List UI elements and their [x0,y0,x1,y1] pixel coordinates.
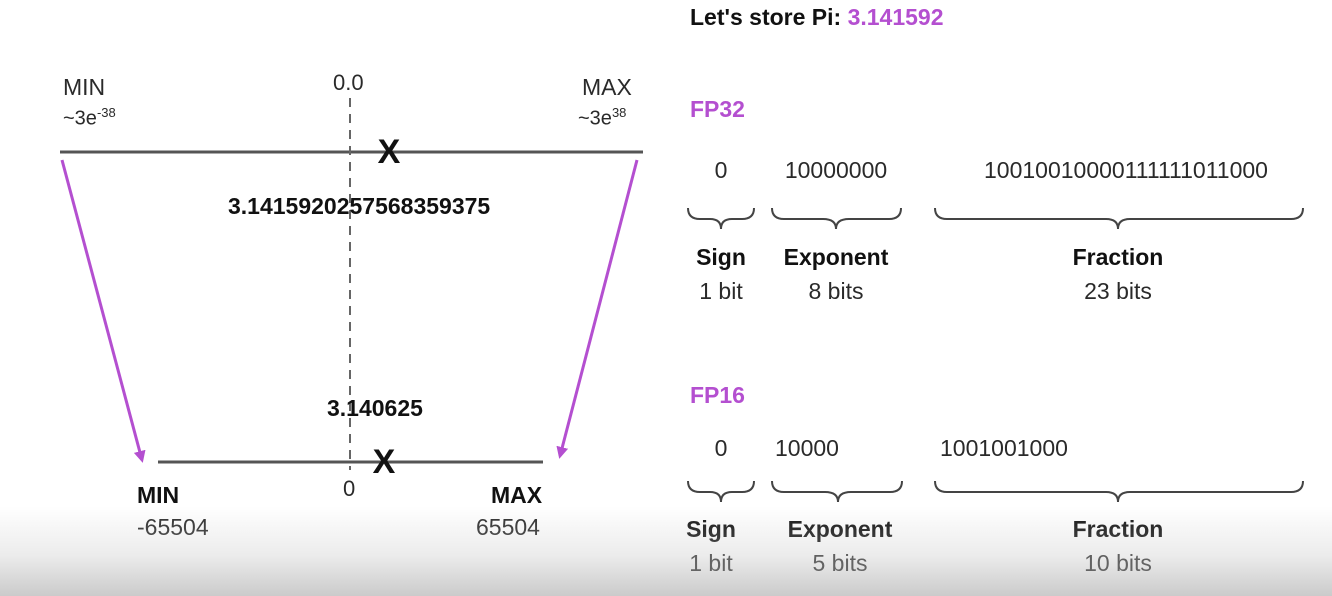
fp16-max-label: MAX [491,482,543,508]
fp32-max-exponent: 38 [611,105,627,120]
fp32-format-title: FP32 [690,96,745,122]
fp16-fraction-brace [934,480,1304,503]
fp32-max-value: ~3e38 [578,105,626,131]
fp32-min-value: ~3e-38 [63,105,116,131]
fp32-pi-marker: X [378,133,401,171]
fp16-sign-name: Sign [686,516,736,542]
fp32-fraction-name: Fraction [1072,244,1164,270]
fp32-min-base: ~3e [63,107,97,130]
fp32-exponent-name: Exponent [783,244,889,270]
fp16-zero-label: 0 [343,476,356,501]
fp32-sign-bits: 0 [714,157,728,183]
fp32-min-exponent: -38 [96,105,116,120]
fp16-fraction-size: 10 bits [1084,550,1152,576]
fp16-exponent-name: Exponent [787,516,893,542]
fp32-fraction-bits: 10010010000111111011000 [984,157,1268,183]
page-title: Let's store Pi: 3.141592 [690,4,944,31]
fp32-sign-name: Sign [696,244,746,270]
fp32-min-label: MIN [63,74,106,100]
fp32-max-base: ~3e [578,107,612,130]
fp32-zero-label: 0.0 [333,70,364,95]
fp32-stored-pi: 3.1415920257568359375 [228,193,491,219]
fp16-exponent-bits: 10000 [775,435,839,461]
fp16-format-title: FP16 [690,382,745,408]
fp16-sign-size: 1 bit [689,550,733,576]
fp16-sign-bits: 0 [714,435,728,461]
fp16-pi-marker: X [373,443,396,481]
fp32-exponent-size: 8 bits [808,278,864,304]
fp16-min-label: MIN [137,482,180,508]
fp32-fraction-size: 23 bits [1084,278,1152,304]
fp16-exponent-brace [771,480,903,503]
fp16-sign-brace [687,480,755,503]
fp32-exponent-bits: 10000000 [784,157,888,183]
fp16-exponent-size: 5 bits [812,550,868,576]
fp32-max-label: MAX [582,74,632,100]
fp32-exponent-brace [771,207,902,230]
max-mapping-arrow [556,159,639,459]
min-mapping-arrow [60,159,146,463]
fp16-stored-pi: 3.140625 [327,395,423,421]
fp16-fraction-bits: 1001001000 [940,435,1068,461]
fp32-sign-size: 1 bit [699,278,743,304]
fp32-sign-brace [687,207,755,230]
fp16-fraction-name: Fraction [1072,516,1164,542]
range-mapping-diagram: X X [60,98,643,481]
title-prefix: Let's store Pi: [690,4,848,30]
pi-value: 3.141592 [847,4,944,30]
fp32-fraction-brace [934,207,1304,230]
